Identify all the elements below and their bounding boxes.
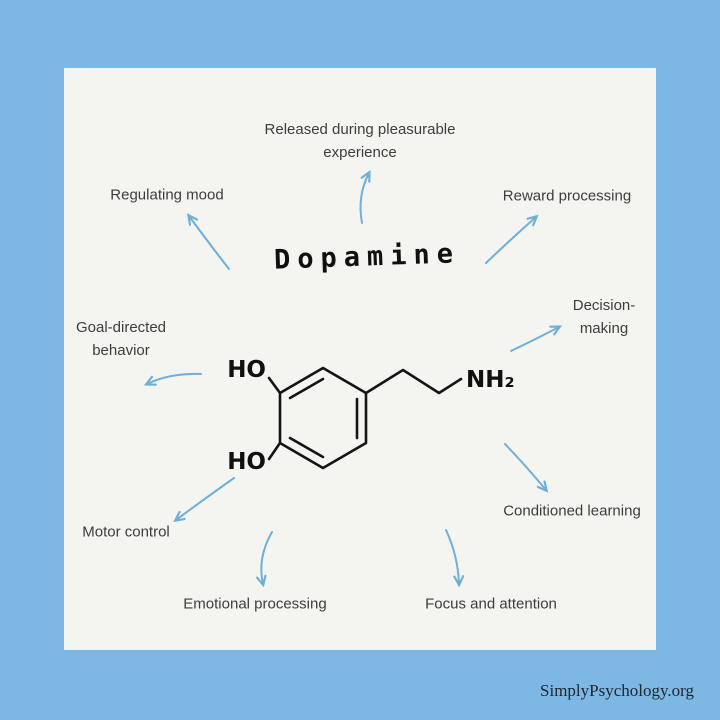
label-conditioned-learning: Conditioned learning <box>503 502 641 520</box>
hydroxyl-bottom-bond <box>267 441 282 461</box>
site-credit: SimplyPsychology.org <box>540 681 694 700</box>
amine-group-label: NH₂ <box>466 367 515 393</box>
ethylamine-chain-bond <box>364 368 463 395</box>
arrow-to-motor-control <box>176 477 235 520</box>
dopamine-structure: HO HO NH₂ <box>227 357 514 475</box>
label-released-during-pleasurable-experience: Released during pleasurable experience <box>264 120 456 161</box>
double-bond-top <box>288 377 325 400</box>
label-decision-making: Decision-making <box>572 296 636 337</box>
hydroxyl-top-label: HO <box>227 357 266 383</box>
arrow-to-regulating-mood <box>189 216 230 270</box>
arrow-to-decision-making <box>510 327 559 352</box>
label-reward-processing: Reward processing <box>502 187 632 205</box>
label-focus-and-attention: Focus and attention <box>425 595 557 613</box>
arrow-to-reward-processing <box>485 217 536 264</box>
arrow-to-conditioned-learning <box>504 443 546 490</box>
benzene-ring <box>278 366 368 470</box>
label-goal-directed-behavior: Goal-directed behavior <box>75 318 167 359</box>
double-bond-bottom <box>288 436 325 459</box>
hydroxyl-top-bond <box>267 376 282 395</box>
diagram-title: Dopamine <box>273 238 461 276</box>
label-regulating-mood: Regulating mood <box>110 186 224 204</box>
arrow-to-emotional-processing <box>261 531 273 584</box>
arrow-to-released-during-pleasurable-experience <box>359 173 369 224</box>
label-emotional-processing: Emotional processing <box>183 595 327 613</box>
label-motor-control: Motor control <box>82 523 170 541</box>
arrow-to-goal-directed-behavior <box>147 372 202 384</box>
arrow-group <box>147 173 559 584</box>
arrow-to-focus-and-attention <box>445 529 459 584</box>
diagram-card <box>64 68 656 650</box>
hydroxyl-bottom-label: HO <box>227 449 266 475</box>
